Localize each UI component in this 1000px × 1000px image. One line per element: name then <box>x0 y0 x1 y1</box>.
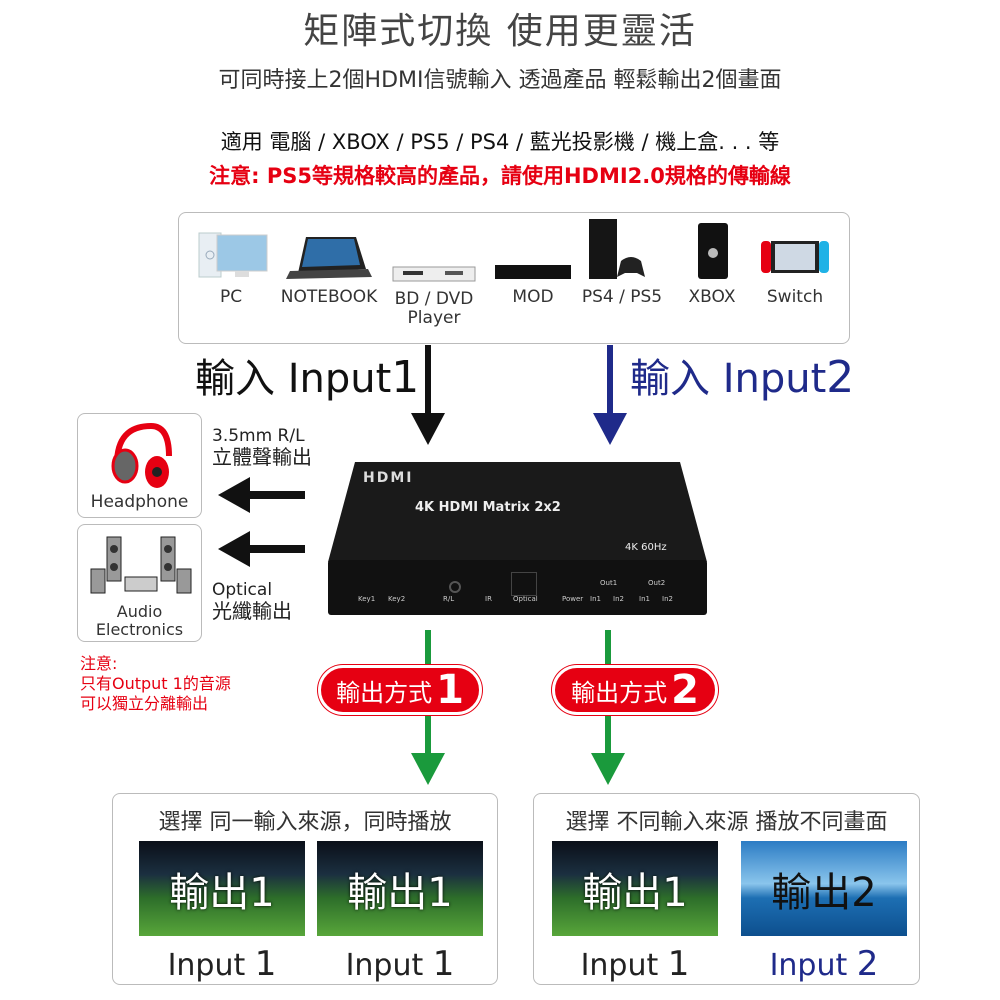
device-switch: Switch <box>753 213 837 307</box>
input-2-label: 輸入 Input2 <box>630 352 855 403</box>
device-label: BD / DVD <box>394 289 474 309</box>
headphone-icon <box>111 422 172 488</box>
device-mod: MOD <box>489 213 577 307</box>
matrix-device-image <box>328 462 707 615</box>
device-notebook: NOTEBOOK <box>274 213 384 307</box>
scenario-title: 選擇 不同輸入來源 播放不同畫面 <box>565 810 888 835</box>
optical-arrow <box>218 531 305 567</box>
device-label: XBOX <box>688 287 736 307</box>
warning-text: 注意: PS5等規格較高的產品，請使用HDMI2.0規格的傳輸線 <box>209 164 791 188</box>
headphone-arrow <box>218 477 305 513</box>
audio-system-icon <box>90 536 191 594</box>
bd-player-icon <box>392 266 476 282</box>
page-title: 矩陣式切換 使用更靈活 <box>303 11 697 52</box>
product-name: 4K HDMI Matrix 2x2 <box>415 500 561 515</box>
audio-note: 注意:只有Output 1的音源可以獨立分離輸出 <box>80 654 231 713</box>
device-label: Player <box>407 308 461 328</box>
playstation-icon <box>589 219 645 279</box>
optical-port <box>511 572 537 596</box>
device-label: MOD <box>512 287 554 307</box>
screen-input-label: Input 1 <box>580 944 690 984</box>
mod-box-icon <box>495 265 571 279</box>
screen-input-label: Input 1 <box>167 944 277 984</box>
pc-icon <box>198 232 268 278</box>
port-labels: Key1 Key2 R/L IR Optical Power In1 In2 I… <box>358 595 673 603</box>
source-devices-panel: PC NOTEBOOK BD / DVD Player MOD PS4 / PS… <box>178 212 850 344</box>
notebook-icon <box>286 237 372 279</box>
out1-label: Out1 <box>600 579 618 587</box>
device-label: PC <box>219 287 243 307</box>
headphone-label: Headphone <box>90 492 189 512</box>
device-ps: PS4 / PS5 <box>577 213 667 307</box>
device-label: Switch <box>766 287 824 307</box>
scenario-title: 選擇 同一輸入來源，同時播放 <box>158 810 452 835</box>
scenario-same-source: 選擇 同一輸入來源，同時播放 輸出1 輸出1 Input 1 Input 1 <box>112 793 498 985</box>
input-1-label: 輸入 Input1 <box>195 352 420 403</box>
xbox-icon <box>698 223 728 279</box>
screen-image: 輸出1 <box>317 841 483 936</box>
input-1-arrow <box>411 345 445 445</box>
screen-image: 輸出1 <box>139 841 305 936</box>
device-bd-player: BD / DVD Player <box>384 213 484 328</box>
hdmi-matrix-device: HDMI 4K HDMI Matrix 2x2 4K 60Hz Key1 Key… <box>325 462 710 615</box>
screen-input-label: Input 2 <box>769 944 879 984</box>
switch-icon <box>761 241 829 273</box>
device-xbox: XBOX <box>677 213 747 307</box>
headphone-box: Headphone <box>77 413 202 518</box>
device-pc: PC <box>191 213 271 307</box>
audio-jack-port <box>449 581 461 593</box>
compatibility-text: 適用 電腦 / XBOX / PS5 / PS4 / 藍光投影機 / 機上盒. … <box>220 130 780 154</box>
screen-input-label: Input 1 <box>345 944 455 984</box>
screen-image: 輸出2 <box>741 841 907 936</box>
out2-label: Out2 <box>648 579 666 587</box>
subtitle: 可同時接上2個HDMI信號輸入 透過產品 輕鬆輸出2個畫面 <box>218 68 782 93</box>
product-spec: 4K 60Hz <box>625 542 667 553</box>
device-label: PS4 / PS5 <box>581 287 663 307</box>
screen-image: 輸出1 <box>552 841 718 936</box>
hdmi-logo: HDMI <box>363 470 414 486</box>
input-2-arrow <box>593 345 627 445</box>
scenario-different-source: 選擇 不同輸入來源 播放不同畫面 輸出1 輸出2 Input 1 Input 2 <box>533 793 920 985</box>
device-label: NOTEBOOK <box>280 287 378 307</box>
